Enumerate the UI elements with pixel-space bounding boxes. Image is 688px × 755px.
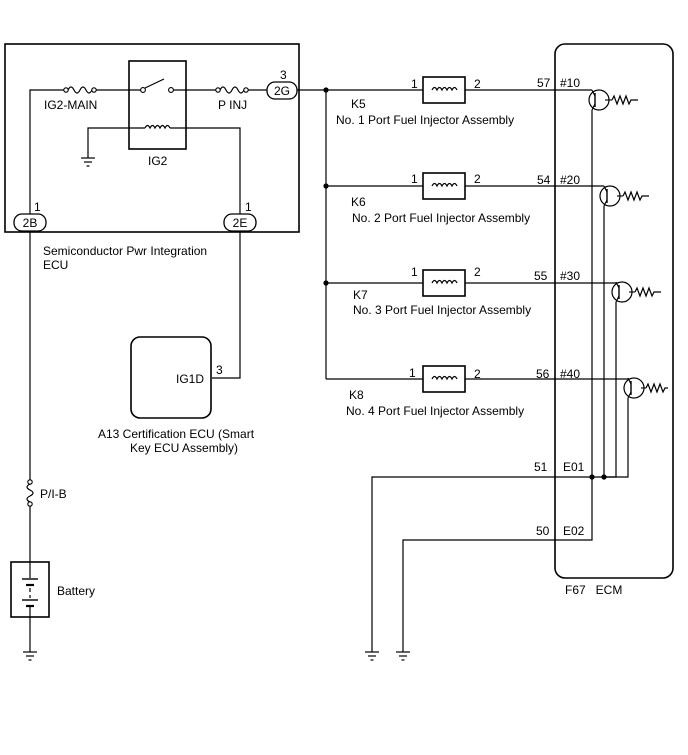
injector-1-pin-out: 2 xyxy=(474,77,481,91)
e01-ground-icon xyxy=(365,651,379,661)
ground-icon xyxy=(81,157,95,167)
spi-ecu-name-line1: Semiconductor Pwr Integration xyxy=(43,244,207,258)
injector-3-ecm-pin: 55 xyxy=(534,269,548,283)
p-i-b-fuse xyxy=(26,479,34,507)
driver-transistor-1 xyxy=(588,89,638,111)
battery-icon xyxy=(22,562,38,617)
injector-3-pin-out: 2 xyxy=(474,265,481,279)
battery-label: Battery xyxy=(57,584,95,598)
ig2-relay-label: IG2 xyxy=(148,154,168,168)
ig2-main-fuse xyxy=(63,86,97,94)
certification-ecu-pin: 3 xyxy=(216,363,223,377)
ecm-label: F67 ECM xyxy=(565,583,622,597)
wire-2e-to-ig1d xyxy=(212,231,241,379)
certification-ecu-name-line1: A13 Certification ECU (Smart xyxy=(98,427,255,441)
e02-pin: 50 xyxy=(536,524,550,538)
injector-1-name: No. 1 Port Fuel Injector Assembly xyxy=(336,113,514,127)
injector-feed-bus xyxy=(297,89,327,379)
emitter-line-3 xyxy=(604,302,617,478)
e02-ground-icon xyxy=(396,651,410,661)
e01-pin: 51 xyxy=(534,460,548,474)
driver-transistor-2 xyxy=(599,185,649,207)
ig2-relay-box xyxy=(128,60,187,150)
injector-1 xyxy=(326,76,592,104)
injector-4-ecm-pin: 56 xyxy=(536,367,550,381)
p-inj-fuse xyxy=(215,86,249,94)
p-i-b-label: P/I-B xyxy=(40,487,67,501)
e01-label: E01 xyxy=(563,460,585,474)
e01-ground-wire xyxy=(371,476,616,652)
injector-1-pin-in: 1 xyxy=(411,77,418,91)
p-inj-label: P INJ xyxy=(218,98,247,112)
injector-4-pin-out: 2 xyxy=(474,367,481,381)
injector-1-code: K5 xyxy=(351,97,366,111)
connector-2e-pin: 1 xyxy=(245,200,252,214)
driver-transistor-4 xyxy=(623,377,668,399)
connector-2e-label: 2E xyxy=(233,216,248,230)
e02-ground-wire xyxy=(402,477,593,652)
injector-4-code: K8 xyxy=(349,388,364,402)
injector-2-pin-out: 2 xyxy=(474,172,481,186)
wire-2b-to-ig2main xyxy=(29,89,64,218)
injector-2-pin-in: 1 xyxy=(411,172,418,186)
injector-4 xyxy=(326,365,628,393)
injector-1-ecm-terminal: #10 xyxy=(560,76,580,90)
injector-4-name: No. 4 Port Fuel Injector Assembly xyxy=(346,404,524,418)
ig2-main-label: IG2-MAIN xyxy=(44,98,97,112)
spi-ecu-name-line2: ECU xyxy=(43,258,68,272)
injector-2-ecm-pin: 54 xyxy=(537,173,551,187)
battery-ground-icon xyxy=(23,651,37,661)
injector-3-pin-in: 1 xyxy=(411,265,418,279)
injector-3-ecm-terminal: #30 xyxy=(560,269,580,283)
connector-2g-pin: 3 xyxy=(280,68,287,82)
ig2-relay-switch xyxy=(140,78,174,93)
ecm-box xyxy=(554,43,674,579)
connector-2b-label: 2B xyxy=(23,216,38,230)
injector-3 xyxy=(326,269,616,297)
emitter-line-4 xyxy=(616,398,629,478)
spi-ecu-box xyxy=(4,43,300,233)
certification-ecu-box xyxy=(130,336,212,419)
injector-2-code: K6 xyxy=(351,195,366,209)
certification-ecu-terminal: IG1D xyxy=(176,372,204,386)
ig2-relay-coil xyxy=(87,124,241,214)
injector-3-name: No. 3 Port Fuel Injector Assembly xyxy=(353,303,531,317)
junction-dot xyxy=(601,474,607,480)
injector-1-ecm-pin: 57 xyxy=(537,76,551,90)
connector-2b-pin: 1 xyxy=(34,200,41,214)
injector-3-code: K7 xyxy=(353,288,368,302)
certification-ecu-name-line2: Key ECU Assembly) xyxy=(130,441,238,455)
connector-2g-label: 2G xyxy=(274,84,290,98)
injector-2 xyxy=(326,172,604,200)
e02-label: E02 xyxy=(563,524,585,538)
driver-transistor-3 xyxy=(611,281,661,303)
injector-4-ecm-terminal: #40 xyxy=(560,367,580,381)
injector-2-name: No. 2 Port Fuel Injector Assembly xyxy=(352,211,530,225)
injector-4-pin-in: 1 xyxy=(409,366,416,380)
injector-2-ecm-terminal: #20 xyxy=(560,173,580,187)
